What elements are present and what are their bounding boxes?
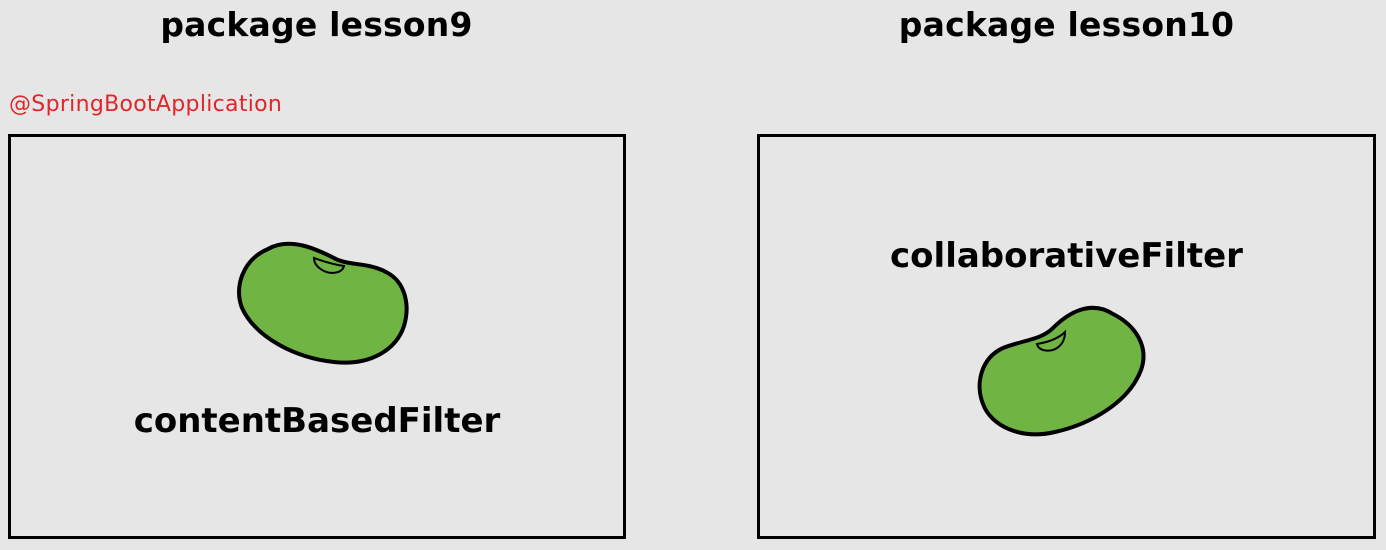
package-title-lesson10: package lesson10 [898, 5, 1235, 44]
bean-icon [237, 241, 409, 365]
package-box-lesson10: collaborativeFilter [757, 134, 1376, 539]
bean-label-collaborative-filter: collaborativeFilter [890, 236, 1243, 276]
package-title-lesson9: package lesson9 [160, 5, 473, 44]
bean-label-content-based-filter: contentBasedFilter [133, 401, 501, 441]
bean-icon [977, 305, 1146, 437]
spring-boot-application-annotation: @SpringBootApplication [9, 92, 283, 117]
package-box-lesson9: contentBasedFilter [8, 134, 626, 539]
